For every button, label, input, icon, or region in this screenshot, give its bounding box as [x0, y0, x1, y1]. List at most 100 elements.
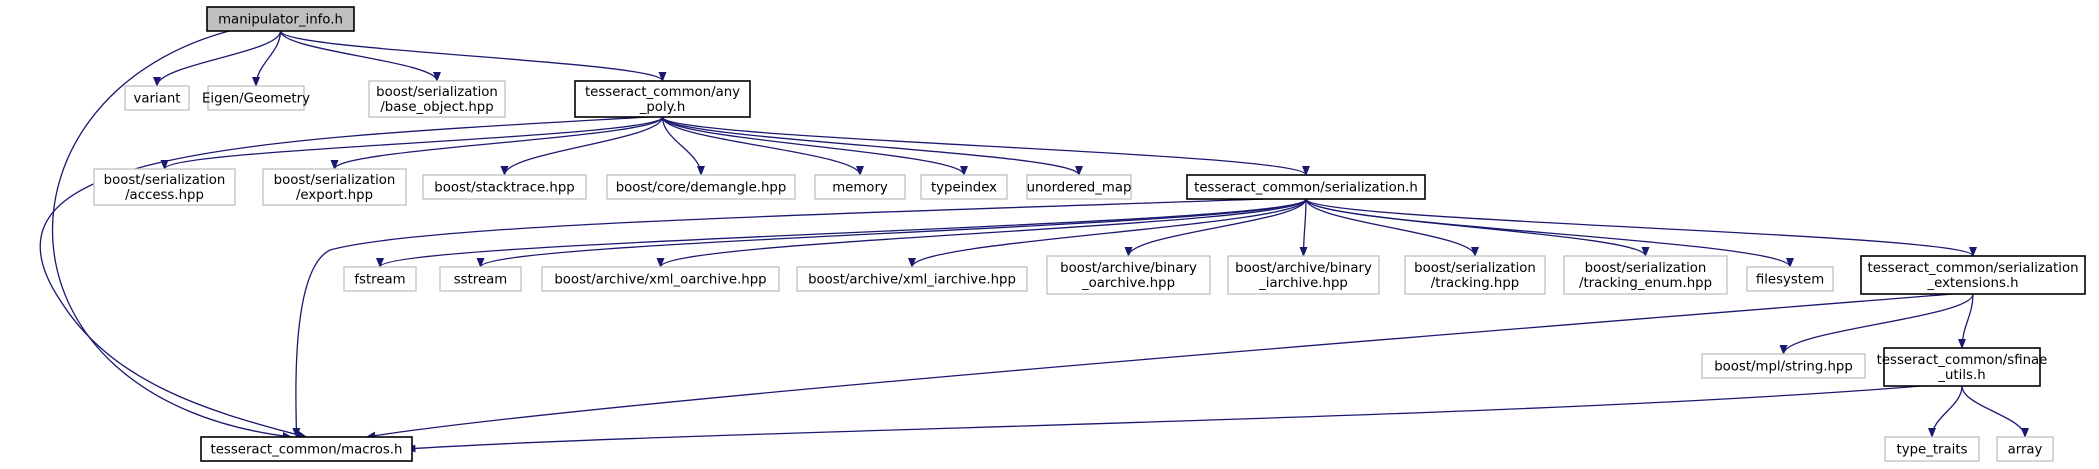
node-label: boost/serialization — [104, 173, 226, 188]
node-box — [1046, 255, 1211, 295]
edge-sfinae_utils-to-array — [1961, 385, 2029, 438]
node-label: boost/archive/xml_iarchive.hpp — [808, 273, 1016, 288]
node-label: tesseract_common/any — [585, 85, 740, 100]
node-box — [124, 85, 190, 111]
edge-manipulator_info-to-macros — [51, 28, 293, 440]
node-box — [1186, 174, 1426, 200]
edge-manipulator_info-to-variant — [153, 30, 282, 87]
node-xml-iarchive[interactable]: boost/archive/xml_iarchive.hpp — [796, 266, 1028, 292]
node-box — [1563, 255, 1728, 295]
node-label: tesseract_common/serialization.h — [1194, 181, 1418, 196]
node-label: memory — [832, 181, 888, 196]
edge-any_poly-to-memory — [661, 116, 864, 176]
edge-serialization-to-sstream — [476, 198, 1307, 268]
node-box — [439, 266, 522, 292]
node-xml-oarchive[interactable]: boost/archive/xml_oarchive.hpp — [541, 266, 780, 292]
node-label: /export.hpp — [296, 188, 373, 203]
node-manipulator-info[interactable]: manipulator_info.h — [206, 6, 355, 32]
node-demangle[interactable]: boost/core/demangle.hpp — [606, 174, 796, 200]
node-label: typeindex — [931, 181, 997, 196]
node-label: boost/serialization — [1414, 261, 1536, 276]
node-fstream[interactable]: fstream — [343, 266, 417, 292]
node-label: tesseract_common/macros.h — [211, 443, 403, 458]
edge-serialization-to-tracking_enum — [1305, 198, 1650, 257]
edge-serialization-to-xml_oarchive — [656, 198, 1307, 268]
node-label: boost/archive/binary — [1060, 261, 1197, 276]
node-label: _poly.h — [639, 100, 686, 115]
node-label: /base_object.hpp — [380, 100, 493, 115]
node-box — [796, 266, 1028, 292]
node-tracking-enum[interactable]: boost/serialization/tracking_enum.hpp — [1563, 255, 1728, 295]
node-box — [200, 436, 413, 462]
edge-any_poly-to-typeindex — [661, 116, 968, 176]
node-unordered-map[interactable]: unordered_map — [1026, 174, 1132, 200]
edge-serialization-to-fstream — [376, 198, 1307, 268]
node-label: manipulator_info.h — [218, 13, 343, 28]
node-type-traits[interactable]: type_traits — [1884, 436, 1980, 462]
node-label: boost/core/demangle.hpp — [616, 181, 787, 196]
node-base-object[interactable]: boost/serialization/base_object.hpp — [368, 80, 506, 118]
edge-serialization-to-xml_iarchive — [908, 198, 1307, 268]
node-eigen-geometry[interactable]: Eigen/Geometry — [202, 85, 310, 111]
node-label: tesseract_common/serialization — [1867, 261, 2078, 276]
node-box — [1026, 174, 1132, 200]
edge-serialization-to-filesystem — [1305, 198, 1794, 268]
node-label: _iarchive.hpp — [1258, 276, 1348, 291]
node-label: boost/archive/binary — [1235, 261, 1372, 276]
node-filesystem[interactable]: filesystem — [1746, 266, 1834, 292]
node-binary-oarchive[interactable]: boost/archive/binary_oarchive.hpp — [1046, 255, 1211, 295]
edge-sfinae_utils-to-type_traits — [1928, 385, 1963, 438]
node-access[interactable]: boost/serialization/access.hpp — [93, 168, 236, 206]
node-serialization[interactable]: tesseract_common/serialization.h — [1186, 174, 1426, 200]
node-label: /tracking_enum.hpp — [1579, 276, 1712, 291]
edge-serialization_ext-to-sfinae_utils — [1958, 293, 1974, 349]
node-label: filesystem — [1756, 273, 1824, 288]
node-box — [262, 168, 407, 206]
edge-any_poly-to-serialization — [661, 116, 1310, 176]
edge-serialization-to-binary_oarchive — [1124, 198, 1307, 257]
edge-serialization-to-binary_iarchive — [1299, 198, 1308, 257]
node-mpl-string[interactable]: boost/mpl/string.hpp — [1701, 353, 1866, 379]
node-label: /tracking.hpp — [1431, 276, 1519, 291]
edge-any_poly-to-demangle — [661, 116, 705, 176]
node-label: _extensions.h — [1926, 276, 2018, 291]
edge-manipulator_info-to-any_poly — [279, 30, 667, 82]
node-label: _utils.h — [1937, 368, 1985, 383]
node-box — [206, 6, 355, 32]
node-label: _oarchive.hpp — [1081, 276, 1175, 291]
node-sfinae-utils[interactable]: tesseract_common/sfinae_utils.h — [1877, 347, 2048, 387]
node-label: type_traits — [1896, 443, 1967, 458]
node-export[interactable]: boost/serialization/export.hpp — [262, 168, 407, 206]
node-stacktrace[interactable]: boost/stacktrace.hpp — [422, 174, 587, 200]
node-array[interactable]: array — [1996, 436, 2054, 462]
edge-any_poly-to-macros — [39, 116, 648, 439]
node-box — [1404, 255, 1546, 295]
node-box — [343, 266, 417, 292]
edge-serialization-to-macros — [292, 198, 1267, 438]
node-serialization-ext[interactable]: tesseract_common/serialization_extension… — [1860, 255, 2086, 295]
node-box — [1884, 436, 1980, 462]
node-label: variant — [134, 92, 181, 107]
node-any-poly[interactable]: tesseract_common/any_poly.h — [574, 80, 751, 118]
node-tracking[interactable]: boost/serialization/tracking.hpp — [1404, 255, 1546, 295]
node-macros[interactable]: tesseract_common/macros.h — [200, 436, 413, 462]
node-box — [920, 174, 1008, 200]
node-box — [606, 174, 796, 200]
node-memory[interactable]: memory — [814, 174, 906, 200]
node-box — [1746, 266, 1834, 292]
node-label: boost/serialization — [1585, 261, 1707, 276]
node-label: Eigen/Geometry — [202, 92, 310, 107]
edge-sfinae_utils-to-macros — [405, 385, 1923, 453]
node-box — [1701, 353, 1866, 379]
node-label: sstream — [454, 273, 508, 288]
node-box — [368, 80, 506, 118]
node-variant[interactable]: variant — [124, 85, 190, 111]
node-box — [422, 174, 587, 200]
node-sstream[interactable]: sstream — [439, 266, 522, 292]
node-label: boost/serialization — [376, 85, 498, 100]
node-typeindex[interactable]: typeindex — [920, 174, 1008, 200]
edge-serialization_ext-to-macros — [365, 293, 1954, 440]
node-binary-iarchive[interactable]: boost/archive/binary_iarchive.hpp — [1227, 255, 1380, 295]
node-label: unordered_map — [1027, 181, 1132, 196]
